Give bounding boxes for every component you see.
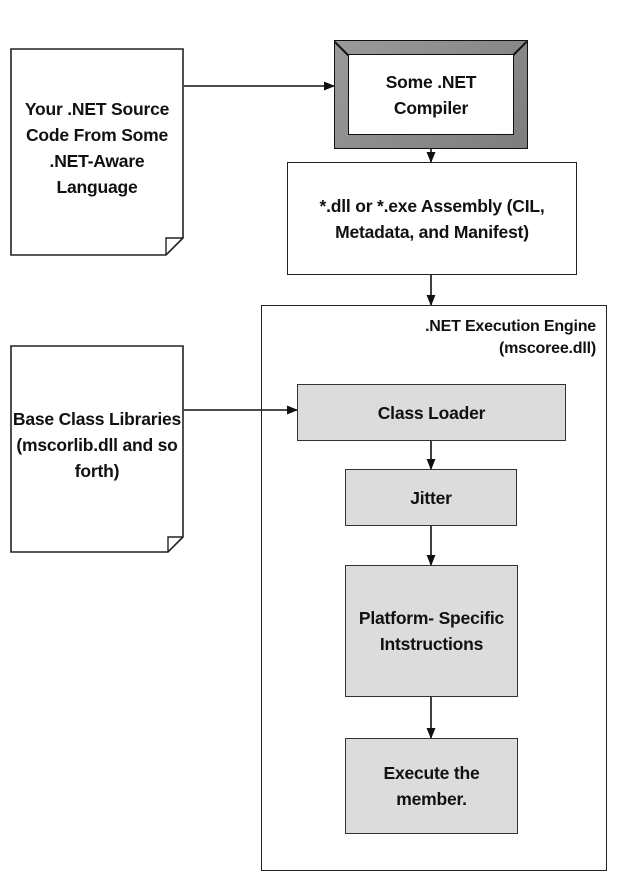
jitter-label: Jitter (410, 487, 452, 508)
assembly-line-2: Assembly (420, 195, 502, 216)
assembly-line-3: (CIL, Metadata, and Manifest) (335, 195, 545, 242)
base-class-libraries-document: Base Class Libraries (mscorlib.dll and s… (10, 345, 184, 553)
assembly-line-1: *.dll or *.exe (319, 195, 417, 216)
jitter-box: Jitter (345, 469, 517, 526)
class-loader-label: Class Loader (377, 402, 486, 423)
compiler-line-1: Some .NET (385, 71, 477, 92)
execution-engine-title: .NET Execution Engine (mscoree.dll) (425, 316, 596, 360)
compiler-line-2: Compiler (393, 97, 469, 118)
execute-line-1: Execute the (383, 763, 480, 783)
base-class-libraries-label: Base Class Libraries (mscorlib.dll and s… (10, 345, 184, 545)
platform-line-3: Intstructions (379, 634, 484, 654)
class-loader-box: Class Loader (297, 384, 566, 441)
bcl-line-1: Base Class (12, 409, 105, 429)
assembly-box: *.dll or *.exe Assembly (CIL, Metadata, … (287, 162, 577, 275)
source-code-document: Your .NET Source Code From Some .NET-Awa… (10, 48, 184, 256)
source-line-2: Source Code (25, 99, 170, 145)
execute-member-box: Execute the member. (345, 738, 518, 834)
source-code-label: Your .NET Source Code From Some .NET-Awa… (10, 48, 184, 248)
compiler-label: Some .NET Compiler (348, 54, 514, 135)
bcl-line-3: (mscorlib.dll (16, 435, 118, 455)
bevel-corner (513, 41, 528, 56)
bcl-line-4: and so forth) (74, 435, 178, 481)
compiler-box: Some .NET Compiler (334, 40, 528, 149)
execute-line-2: member. (396, 789, 467, 809)
document-shape (10, 345, 184, 553)
source-line-3: From Some (73, 125, 169, 145)
engine-title-line-1: .NET Execution Engine (425, 318, 596, 335)
source-line-1: Your .NET (24, 99, 107, 119)
source-line-4: .NET-Aware (49, 151, 145, 171)
source-line-5: Language (56, 177, 138, 197)
platform-instructions-box: Platform- Specific Intstructions (345, 565, 518, 697)
bevel-corner (334, 41, 349, 56)
execution-engine-container: .NET Execution Engine (mscoree.dll) (261, 305, 607, 871)
platform-line-1: Platform- (358, 608, 434, 628)
platform-line-2: Specific (438, 608, 505, 628)
engine-title-line-2: (mscoree.dll) (499, 340, 596, 357)
document-shape (10, 48, 184, 256)
bcl-line-2: Libraries (108, 409, 182, 429)
